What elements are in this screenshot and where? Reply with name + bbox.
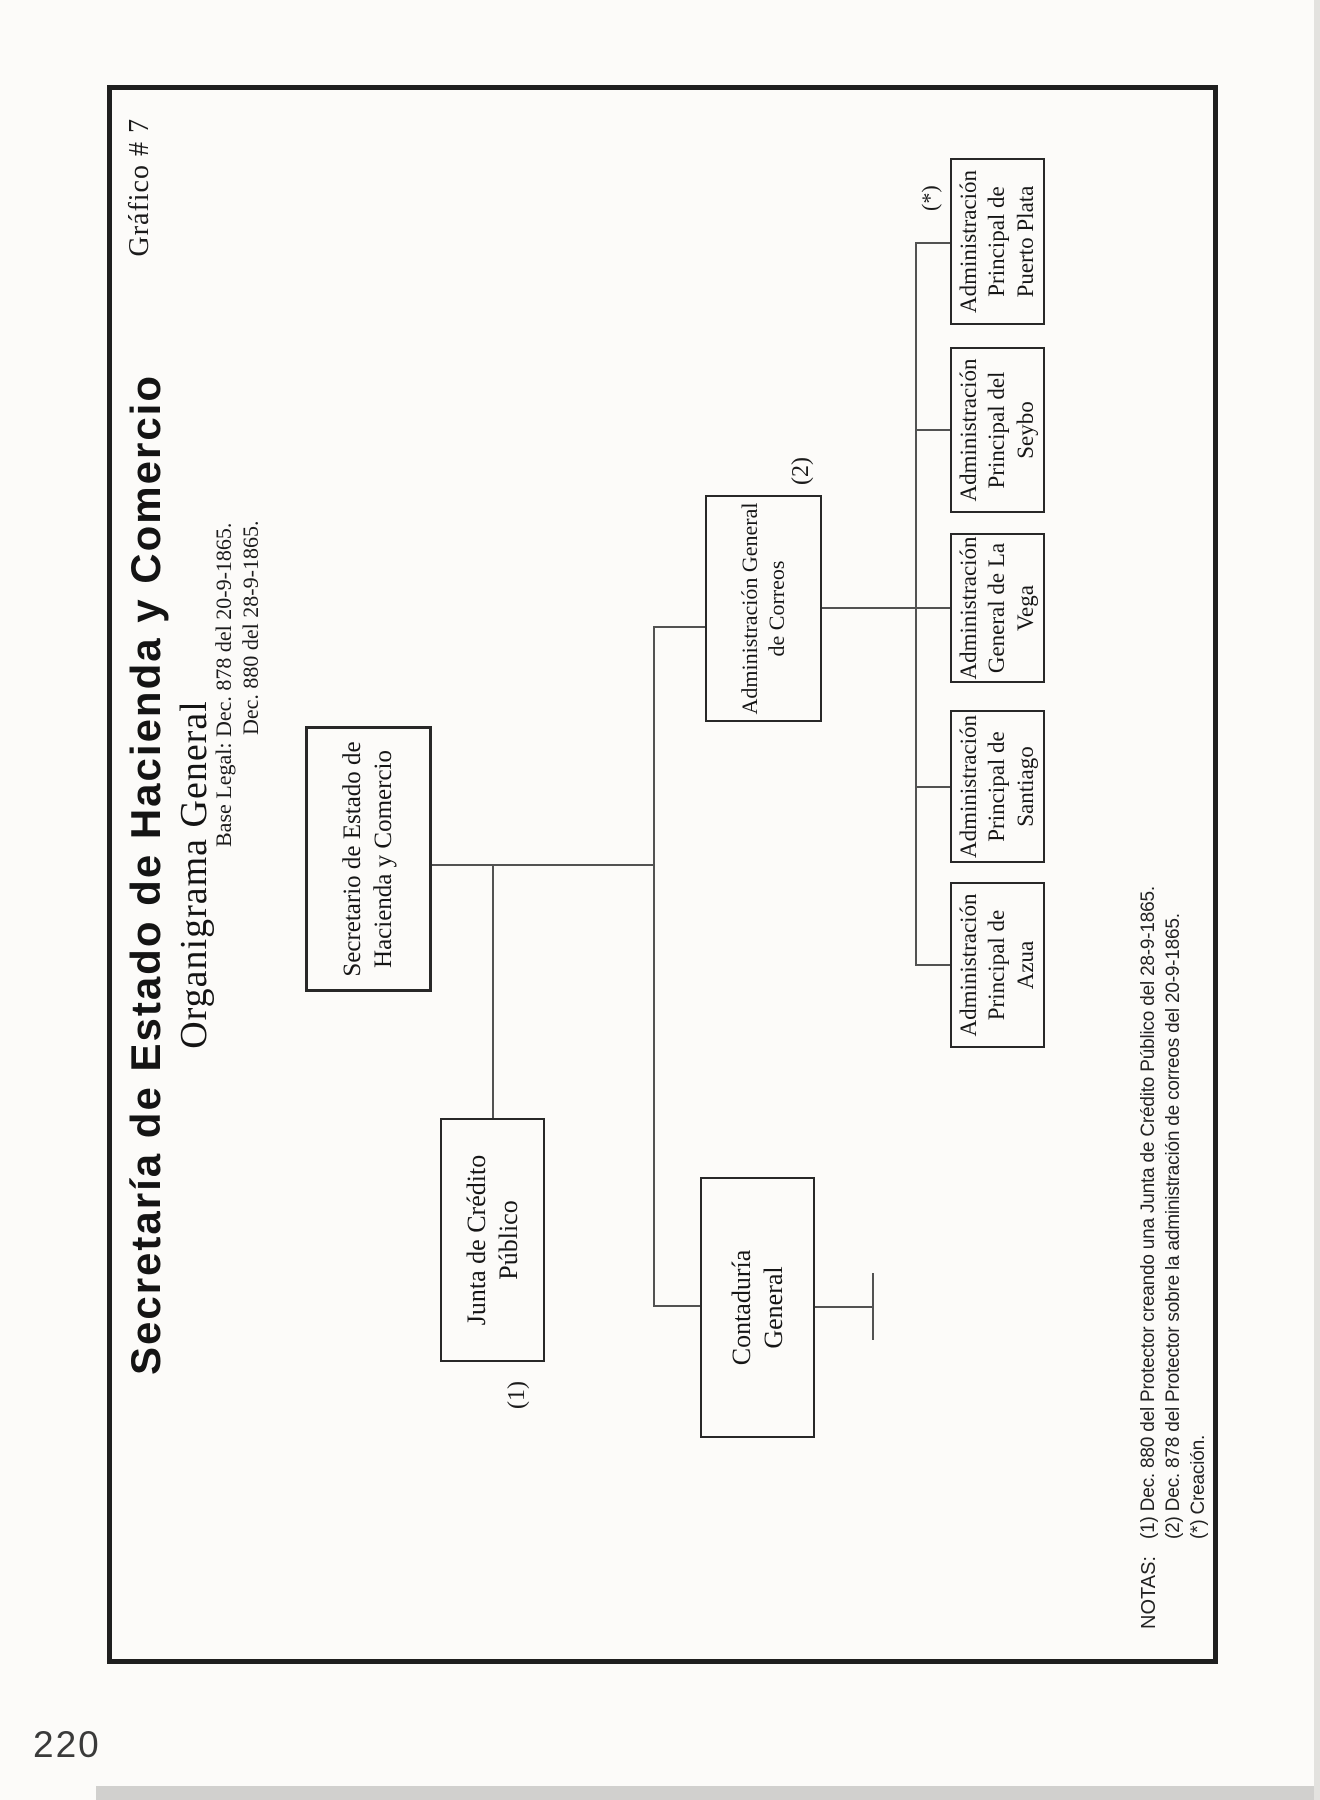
org-box-la-vega: Administración General de La Vega xyxy=(950,533,1045,683)
connector-lavega xyxy=(915,607,951,609)
page-number: 220 xyxy=(33,1724,101,1765)
org-box-junta: Junta de Crédito Público xyxy=(440,1118,545,1362)
connector-secretario-drop xyxy=(430,864,655,866)
org-box-azua-line3: Azua xyxy=(1012,940,1038,990)
org-box-correos-line1: Administración General xyxy=(736,502,762,715)
notes-block: NOTAS: (1) Dec. 880 del Protector creand… xyxy=(112,90,1213,1659)
connector-seybo xyxy=(915,429,951,431)
org-box-azua-line1: Administración xyxy=(956,893,982,1037)
org-box-la-vega-line1: Administración xyxy=(956,536,982,680)
org-box-puerto-plata: Administración Principal de Puerto Plata xyxy=(950,158,1045,325)
connector-contaduria-stub xyxy=(813,1306,873,1308)
org-box-seybo: Administración Principal del Seybo xyxy=(950,347,1045,513)
org-box-puerto-plata-line1: Administración xyxy=(956,169,982,314)
connector-main-rail xyxy=(653,626,655,1307)
connector-junta-branch xyxy=(492,864,494,1119)
connector-children-rail xyxy=(915,243,917,966)
note-item-2: (2) Dec. 878 del Protector sobre la admi… xyxy=(1163,913,1184,1539)
connector-azua xyxy=(915,964,951,966)
org-box-seybo-line3: Seybo xyxy=(1012,401,1038,459)
org-box-secretario: Secretario de Estado de Hacienda y Comer… xyxy=(305,726,432,992)
org-box-santiago-line2: Principal de xyxy=(984,731,1010,842)
org-box-secretario-line1: Secretario de Estado de xyxy=(339,741,366,977)
notes-label: NOTAS: xyxy=(1138,1556,1160,1629)
scan-artifact-bottom xyxy=(96,1786,1320,1800)
org-box-secretario-line2: Hacienda y Comercio xyxy=(369,750,397,968)
org-box-seybo-line1: Administración xyxy=(956,358,982,502)
org-box-azua-line2: Principal de xyxy=(984,909,1010,1021)
org-box-junta-line2: Público xyxy=(493,1200,523,1280)
annotation-asterisk: (*) xyxy=(917,185,942,211)
connector-contaduria-stub-cap xyxy=(872,1273,874,1340)
connector-santiago xyxy=(915,786,951,788)
org-box-contaduria: Contaduría General xyxy=(700,1177,815,1438)
org-box-la-vega-line3: Vega xyxy=(1012,585,1038,631)
note-item-3: (*) Creación. xyxy=(1188,1434,1209,1539)
note-item-1: (1) Dec. 880 del Protector creando una J… xyxy=(1138,886,1159,1539)
chart-frame: Gráfico # 7 Secretaría de Estado de Haci… xyxy=(107,85,1218,1664)
scan-artifact-right-edge xyxy=(1314,0,1320,1800)
org-box-azua: Administración Principal de Azua xyxy=(950,882,1045,1048)
org-box-correos: Administración General de Correos xyxy=(705,495,822,722)
org-box-contaduria-line2: General xyxy=(758,1266,788,1349)
annotation-1: (1) xyxy=(504,1381,530,1409)
connector-correos-drop xyxy=(653,626,707,628)
annotation-2: (2) xyxy=(788,457,814,485)
org-box-junta-line1: Junta de Crédito xyxy=(461,1154,491,1326)
connector-contaduria-drop xyxy=(653,1305,702,1307)
org-box-santiago-line1: Administración xyxy=(956,714,982,859)
org-box-seybo-line2: Principal del xyxy=(984,371,1010,489)
org-box-correos-line2: de Correos xyxy=(763,560,789,657)
org-box-la-vega-line2: General de La xyxy=(984,542,1010,674)
org-box-contaduria-line1: Contaduría xyxy=(726,1249,756,1366)
connector-puerto-plata xyxy=(915,242,951,244)
org-box-santiago-line3: Santiago xyxy=(1012,746,1038,827)
org-box-santiago: Administración Principal de Santiago xyxy=(950,710,1045,863)
org-box-puerto-plata-line3: Puerto Plata xyxy=(1012,185,1038,298)
connector-correos-child-drop xyxy=(820,607,916,609)
org-box-puerto-plata-line2: Principal de xyxy=(984,186,1010,297)
